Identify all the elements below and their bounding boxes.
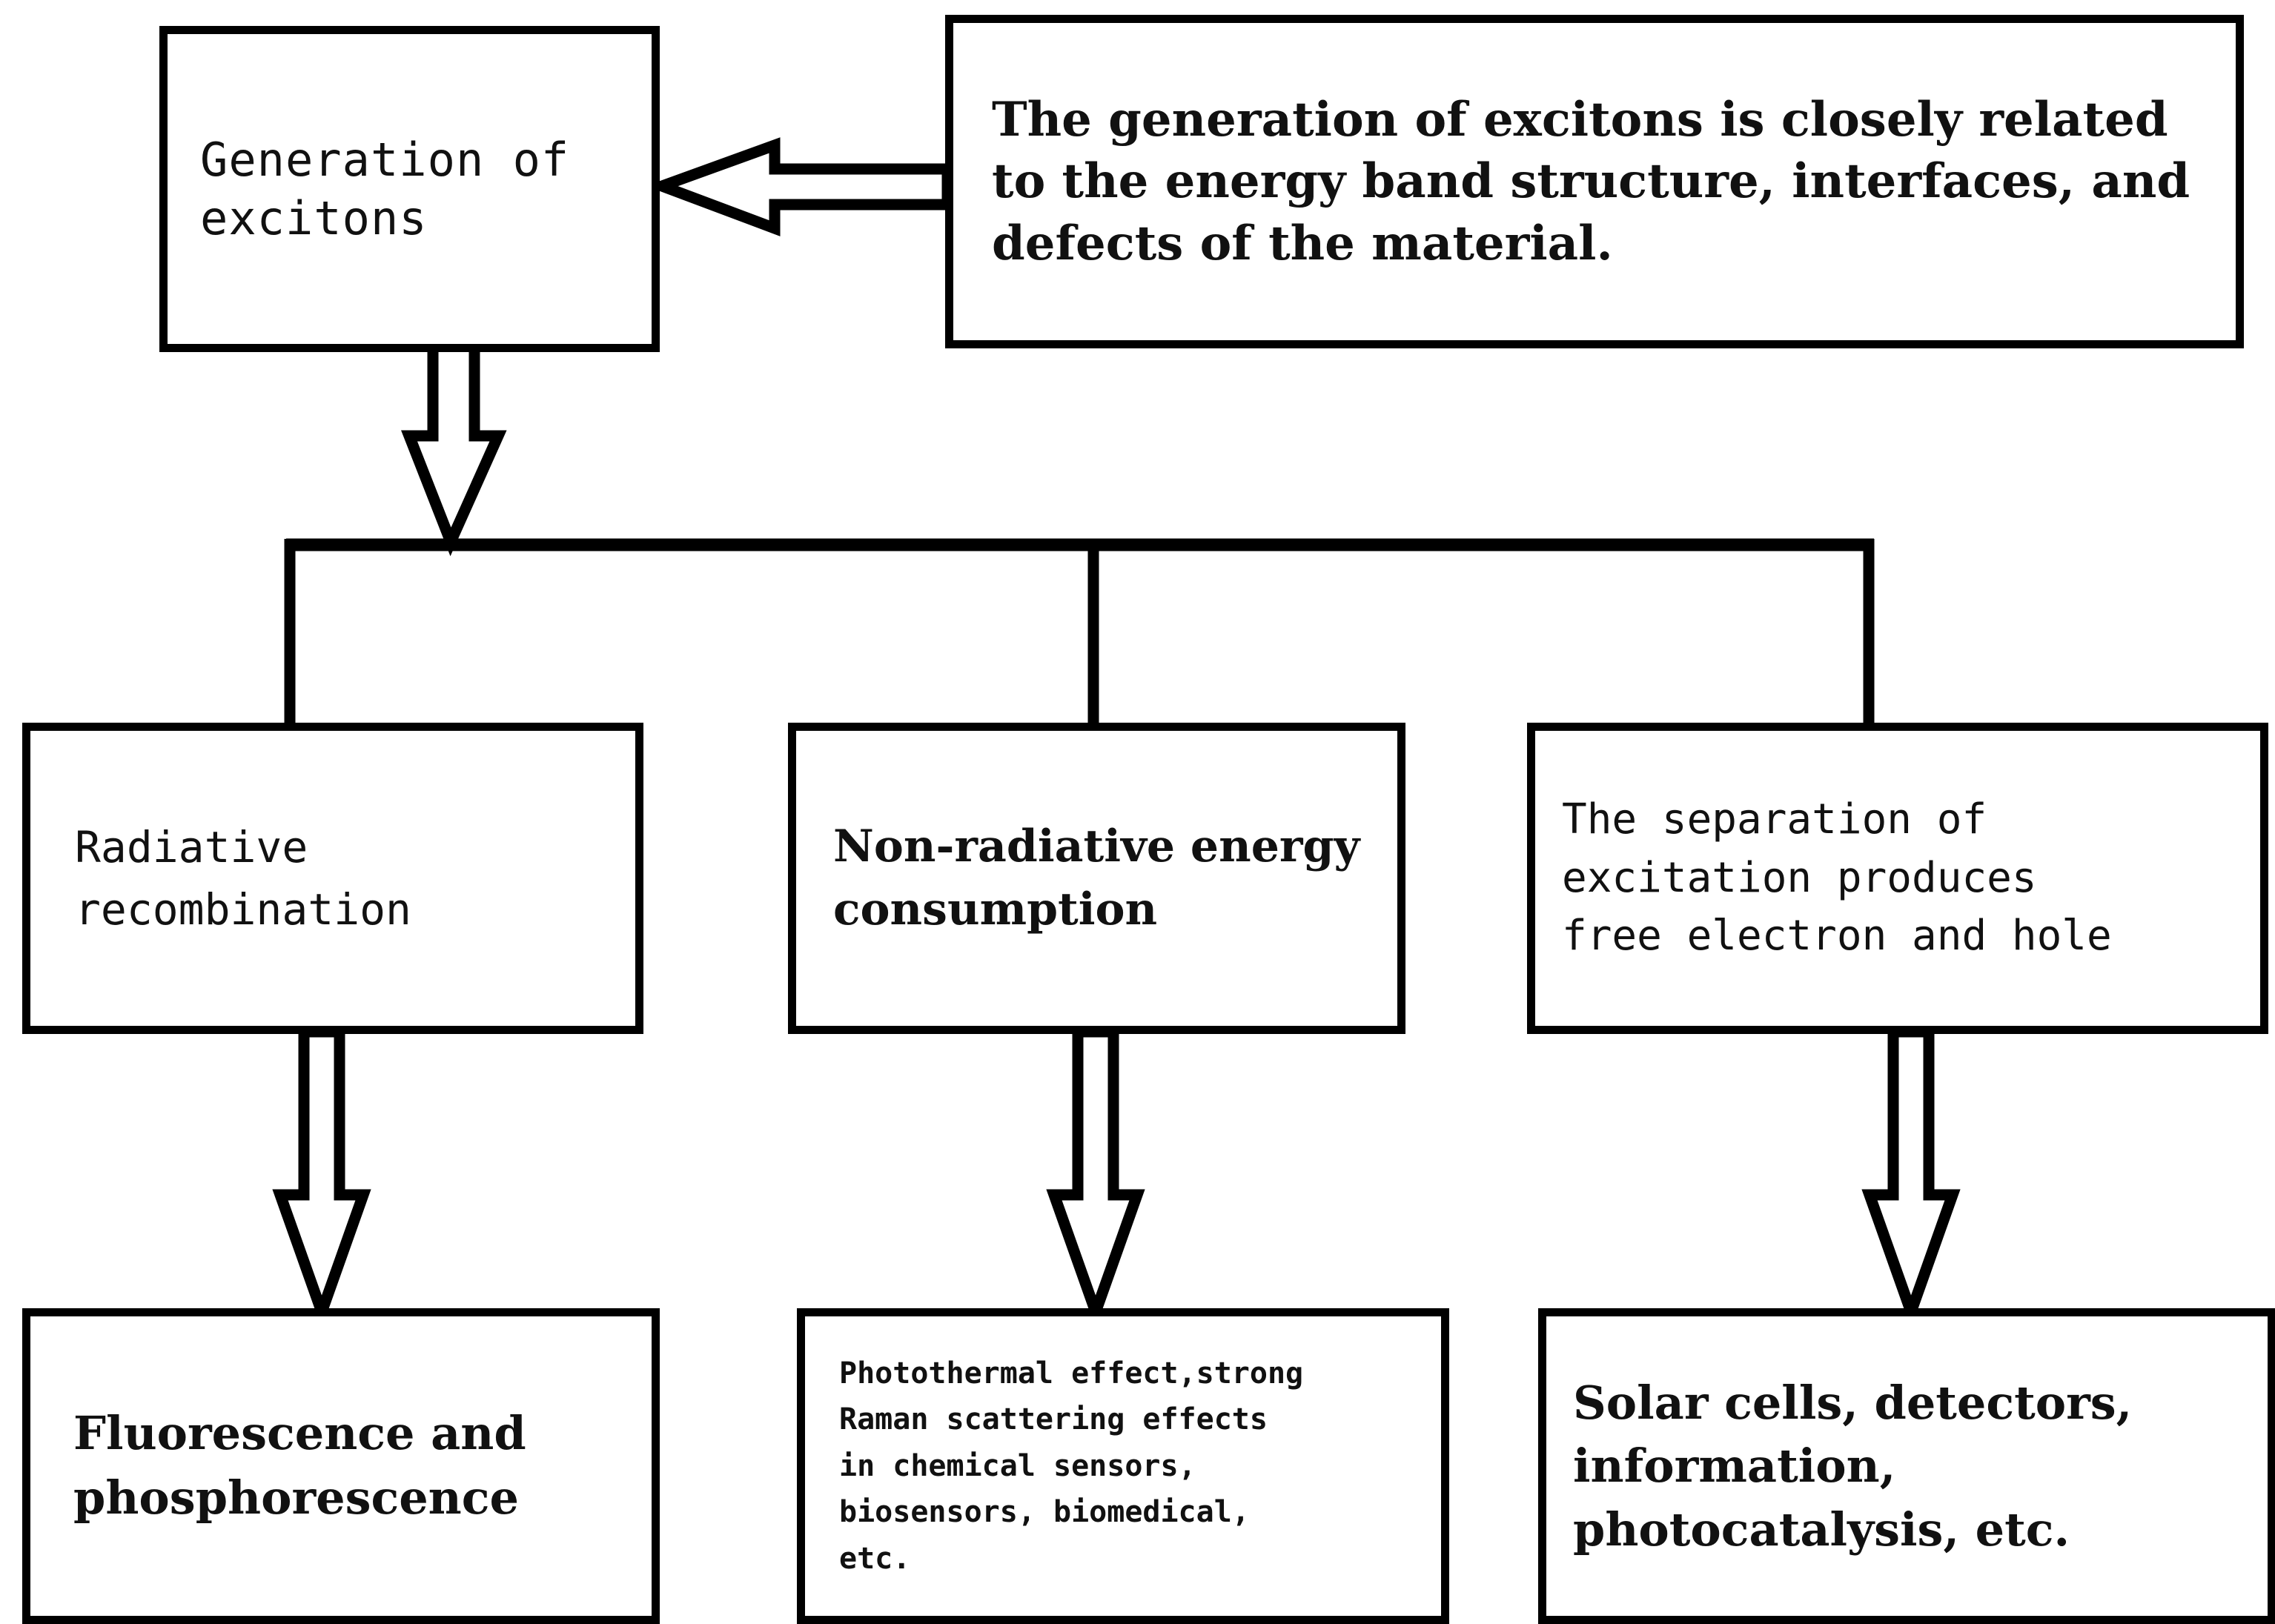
node-description-label: The generation of excitons is closely re…	[992, 92, 2190, 271]
arrow-generation-to-branch	[401, 339, 507, 557]
node-generation-of-excitons[interactable]: Generation of excitons	[159, 26, 660, 352]
node-fluorescence-label: Fluorescence and phosphorescence	[73, 1406, 526, 1525]
node-photothermal-label: Photothermal effect,strong Raman scatter…	[839, 1356, 1304, 1576]
arrow-radiative-to-fluorescence	[272, 1026, 371, 1329]
node-solar-cells-applications[interactable]: Solar cells, detectors, information, pho…	[1538, 1308, 2275, 1624]
node-generation-description[interactable]: The generation of excitons is closely re…	[945, 15, 2244, 348]
arrow-separation-to-solar	[1861, 1026, 1961, 1329]
node-radiative-label: Radiative recombination	[75, 821, 411, 935]
node-separation-of-excitation[interactable]: The separation of excitation produces fr…	[1527, 723, 2268, 1034]
node-generation-label: Generation of excitons	[200, 132, 570, 245]
node-nonradiative-label: Non-radiative energy consumption	[833, 820, 1360, 935]
node-separation-label: The separation of excitation produces fr…	[1562, 795, 2112, 961]
node-photothermal-applications[interactable]: Photothermal effect,strong Raman scatter…	[797, 1308, 1449, 1624]
arrow-description-to-generation	[646, 137, 953, 236]
node-solar-label: Solar cells, detectors, information, pho…	[1573, 1375, 2133, 1557]
arrow-nonradiative-to-photothermal	[1046, 1026, 1145, 1329]
node-non-radiative-energy-consumption[interactable]: Non-radiative energy consumption	[788, 723, 1405, 1034]
node-radiative-recombination[interactable]: Radiative recombination	[22, 723, 643, 1034]
node-fluorescence-and-phosphorescence[interactable]: Fluorescence and phosphorescence	[22, 1308, 660, 1624]
